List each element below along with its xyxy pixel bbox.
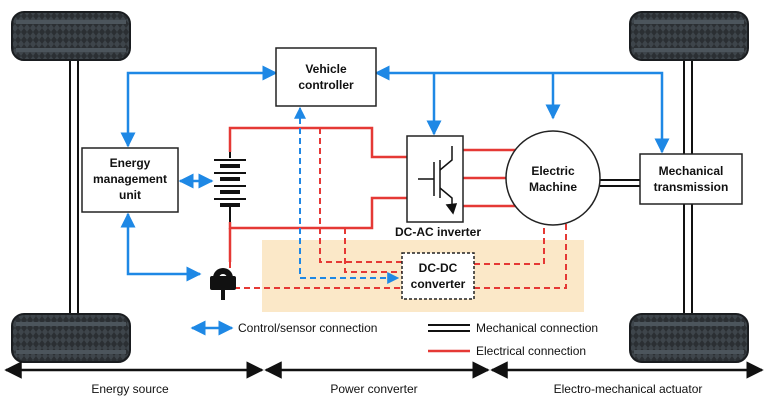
dc-ac-inverter-label: DC-AC inverter xyxy=(395,225,481,239)
electric-machine-label-line2: Machine xyxy=(529,180,577,194)
legend: Control/sensor connection Mechanical con… xyxy=(190,320,598,358)
dc-dc-converter-block: DC-DC converter xyxy=(401,252,475,300)
plug-icon xyxy=(210,268,236,300)
control-lines xyxy=(120,65,670,282)
tire-icon xyxy=(629,313,749,363)
control-dashed-line xyxy=(294,106,400,284)
vehicle-controller-label-line1: Vehicle xyxy=(305,62,347,76)
legend-electrical-label: Electrical connection xyxy=(476,344,586,358)
legend-mechanical-label: Mechanical connection xyxy=(476,321,598,335)
vehicle-controller-block: Vehicle controller xyxy=(275,47,377,107)
tire-icon xyxy=(629,11,749,61)
electric-machine-block: Electric Machine xyxy=(505,130,601,226)
igbt-transistor-icon xyxy=(418,146,458,215)
dc-dc-converter-label-line2: converter xyxy=(411,277,466,291)
section-power-converter: Power converter xyxy=(330,382,417,396)
energy-management-label-line2: management xyxy=(93,172,167,186)
battery-icon xyxy=(214,152,246,222)
legend-control-label: Control/sensor connection xyxy=(238,321,377,335)
section-electro-mechanical: Electro-mechanical actuator xyxy=(554,382,703,396)
dc-dc-converter-label-line1: DC-DC xyxy=(419,261,458,275)
energy-management-block: Energy management unit xyxy=(81,147,179,213)
left-axle xyxy=(69,58,79,318)
tire-icon xyxy=(11,11,131,61)
mechanical-transmission-label-line1: Mechanical xyxy=(659,164,724,178)
energy-management-label-line3: unit xyxy=(119,188,141,202)
mechanical-shaft xyxy=(600,179,640,187)
energy-management-label-line1: Energy xyxy=(110,156,151,170)
legend-mechanical-swatch xyxy=(428,324,470,332)
mechanical-transmission-block: Mechanical transmission xyxy=(639,153,743,205)
mechanical-transmission-label-line2: transmission xyxy=(654,180,729,194)
tire-icon xyxy=(11,313,131,363)
dc-ac-inverter-block: DC-AC inverter xyxy=(395,135,481,239)
vehicle-controller-label-line2: controller xyxy=(298,78,354,92)
electric-machine-label-line1: Electric xyxy=(531,164,575,178)
section-energy-source: Energy source xyxy=(91,382,169,396)
